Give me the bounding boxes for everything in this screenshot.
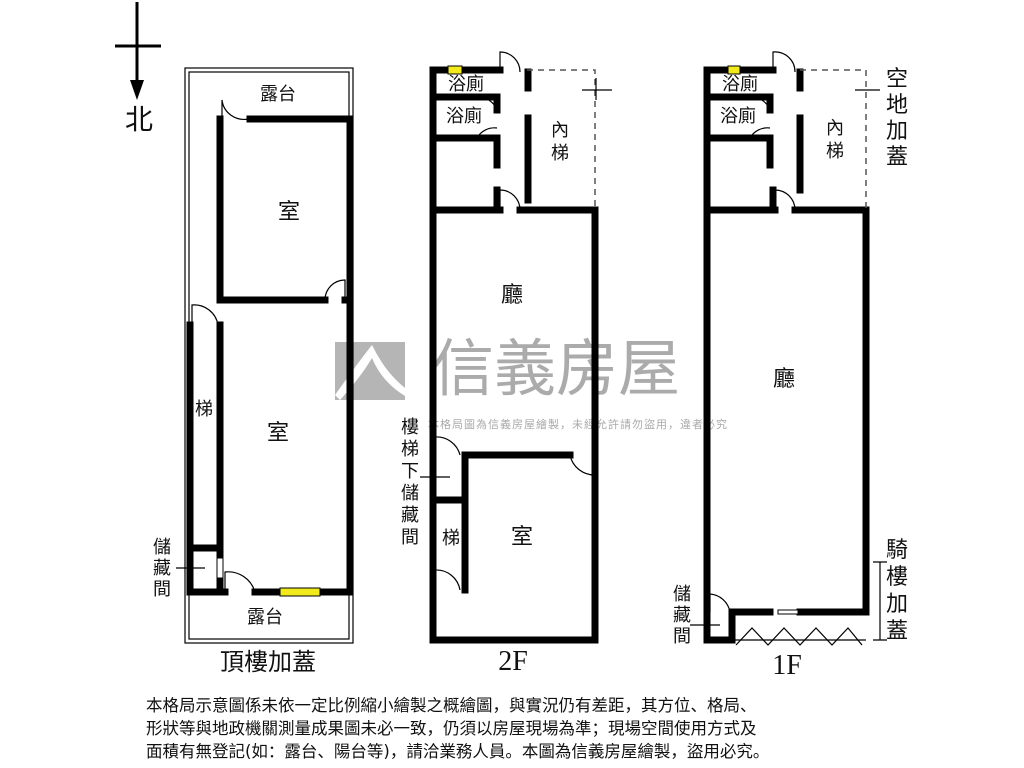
room-label: 藏 — [401, 505, 419, 526]
watermark: 信義房屋 本格局圖為信義房屋繪製，未經允許請勿盜用，違者必究 — [335, 332, 728, 431]
room-label: 梯 — [401, 439, 419, 460]
disclaimer-line: 形狀等與地政機關測量成果圖未必一致，仍須以房屋現場為準；現場空間使用方式及 — [146, 719, 757, 738]
room-label: 儲 — [401, 483, 419, 504]
f1-arcade-addition: 騎 樓 加 蓋 — [886, 538, 908, 644]
room-label: 加 — [886, 592, 908, 617]
roof-room-upper: 室 — [278, 200, 300, 225]
f1-bath-1: 浴廁 — [722, 73, 758, 95]
f2-stair: 梯 — [442, 528, 460, 549]
room-label: 間 — [673, 626, 691, 647]
room-label: 樓 — [401, 417, 419, 438]
disclaimer: 本格局示意圖係未依一定比例縮小繪製之概繪圖，與實況仍有差距，其方位、格局、 形狀… — [146, 694, 769, 763]
room-label: 下 — [401, 461, 419, 482]
f1-inner-stair: 梯 — [826, 141, 844, 162]
room-label: 蓋 — [886, 145, 908, 170]
room-label: 地 — [886, 93, 908, 118]
f2-title: 2F — [498, 646, 528, 677]
room-label: 樓 — [886, 565, 908, 590]
f2-bath-1: 浴廁 — [448, 73, 484, 95]
roof-plan: 露台 室 室 梯 露台 儲 藏 間 頂樓加蓋 — [153, 67, 354, 676]
f2-under-stair-storage: 樓 梯 下 儲 藏 間 — [401, 417, 419, 548]
roof-storage-label: 藏 — [153, 558, 171, 579]
roof-terrace-bottom: 露台 — [247, 607, 283, 628]
f2-inner-stair: 內 — [551, 120, 569, 141]
brand-logo — [335, 342, 405, 400]
f2-bath-2: 浴廁 — [446, 105, 482, 127]
roof-storage-label: 間 — [153, 579, 171, 600]
roof-title: 頂樓加蓋 — [220, 649, 316, 676]
f2-room: 室 — [511, 525, 533, 550]
window — [279, 587, 321, 597]
roof-room-lower: 室 — [267, 421, 289, 446]
f2-inner-stair: 梯 — [551, 143, 569, 164]
disclaimer-line: 本格局示意圖係未依一定比例縮小繪製之概繪圖，與實況仍有差距，其方位、格局、 — [146, 696, 757, 715]
f1-bath-2: 浴廁 — [720, 105, 756, 127]
window — [447, 65, 463, 75]
f1-living: 廳 — [773, 367, 795, 392]
watermark-brand: 信義房屋 — [432, 332, 680, 405]
room-label: 儲 — [673, 584, 691, 605]
roof-storage-label: 儲 — [153, 537, 171, 558]
disclaimer-line: 面積有無登記(如：露台、陽台等)，請洽業務人員。本圖為信義房屋繪製，盜用必究。 — [146, 742, 770, 761]
room-label: 加 — [886, 119, 908, 144]
roof-stair: 梯 — [195, 399, 213, 420]
f1-open-space-addition: 空 地 加 蓋 — [886, 67, 908, 170]
room-label: 騎 — [886, 538, 908, 563]
room-label: 蓋 — [886, 619, 908, 644]
f1-inner-stair: 內 — [826, 118, 844, 139]
f1-title: 1F — [772, 650, 802, 681]
f1-storage: 儲 藏 間 — [673, 584, 691, 647]
north-arrow: 北 — [115, 2, 161, 136]
room-label: 間 — [401, 527, 419, 548]
north-label: 北 — [125, 105, 153, 136]
window — [727, 65, 741, 75]
room-label: 空 — [886, 67, 908, 92]
watermark-notice: 本格局圖為信義房屋繪製，未經允許請勿盜用，違者必究 — [428, 417, 728, 431]
room-label: 藏 — [673, 605, 691, 626]
roof-terrace-top: 露台 — [260, 84, 296, 105]
floor-2f-plan: 浴廁 浴廁 內 梯 廳 室 梯 樓 梯 下 儲 藏 間 2F — [401, 51, 612, 677]
floor-1f-plan: 浴廁 浴廁 內 梯 廳 儲 藏 間 空 地 加 蓋 騎 樓 加 蓋 1F — [673, 51, 908, 681]
f2-living: 廳 — [501, 283, 523, 308]
